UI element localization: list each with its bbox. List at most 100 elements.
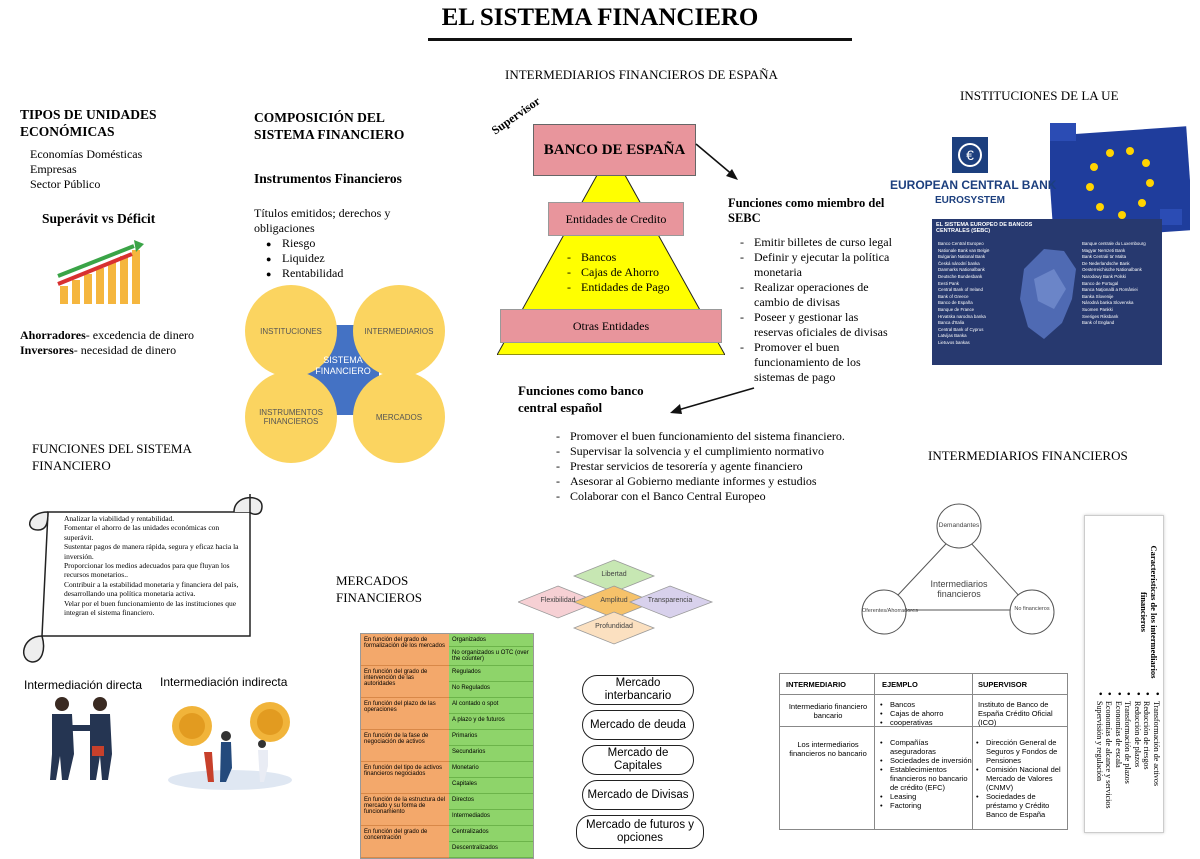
triangle-top: Demandantes [938,522,980,529]
mercados-table-row: En función de la fase de negociación de … [361,730,533,762]
unidades-item: Empresas [30,162,77,176]
scroll-shape-icon [22,494,263,663]
inversores-label: Inversores [20,343,74,357]
table-header-ejemplo: EJEMPLO [882,680,918,689]
intermediarios-table: INTERMEDIARIO EJEMPLO SUPERVISOR Interme… [779,673,1068,830]
table-header-supervisor: SUPERVISOR [978,680,1028,689]
directa-label: Intermediación directa [24,678,143,692]
ejemplo-item: •Factoring [880,801,922,810]
unidades-heading: TIPOS DE UNIDADES ECONÓMICAS [20,107,157,139]
bullet-dot: ● [1144,692,1151,696]
supervisor-item: •Sociedades de préstamo y Crédito Banco … [976,792,1050,819]
row1-ejemplos: •Bancos •Cajas de ahorro •cooperativas [880,700,970,727]
caracteristica-text: Transformación de plazos [1123,701,1133,784]
caracteristicas-card: Características de los intermediarios fi… [1084,515,1164,833]
caracteristica-item: ●Reducción de plazos [1133,692,1142,822]
tipo-item: Monetario [449,762,533,778]
funciones-heading: FUNCIONES DEL SISTEMA FINANCIERO [32,441,192,473]
map-bank-entry: Central Bank of Cyprus [938,327,1014,334]
caracteristica-text: Transformación de activos [1152,701,1161,787]
title-underline [428,38,852,41]
funcion-item: Contribuir a la estabilidad monetaria y … [64,579,239,599]
map-bank-entry: Bank Centrali ta' Malta [1082,254,1158,261]
instrumentos-heading: Instrumentos Financieros [254,171,402,186]
tipo-item: Intermediados [449,810,533,826]
criterio-cell: En función del tipo de activos financier… [361,762,449,794]
entidades-credito-box: Entidades de Credito [548,202,684,236]
criterio-cell: En función del grado de concentración [361,826,449,858]
tipo-item: Regulados [449,666,533,682]
sebc-item: Realizar operaciones de cambio de divisa… [740,280,900,310]
ejemplo-item: •Compañías aseguradoras [880,738,936,756]
sebc-list: Emitir billetes de curso legal Definir y… [740,235,900,385]
growth-chart-icon [57,240,144,304]
map-bank-entry: Banco de Portugal [1082,281,1158,288]
tipo-item: A plazo y de futuros [449,714,533,730]
map-bank-name: Latvijas Banka [938,333,967,339]
mercados-heading: MERCADOS FINANCIEROS [336,573,422,605]
tipo-item: Centralizados [449,826,533,842]
map-bank-entry: Eesti Pank [938,281,1014,288]
ecb-name: EUROPEAN CENTRAL BANK [890,178,1057,192]
tipo-item: No organizados u OTC (over the counter) [449,647,533,666]
tipo-item: Organizados [449,634,533,647]
triangle-right: No financieros [1014,606,1050,612]
map-bank-name: Banca d'Italia [938,320,965,326]
pill-futuros: Mercado de futuros y opciones [576,815,704,849]
supervisor-item: •Dirección General de Seguros y Fondos d… [976,738,1058,765]
intermediarios-heading: INTERMEDIARIOS FINANCIEROS [928,448,1128,463]
map-bank-entry: Danmarks Nationalbank [938,267,1014,274]
diamond-transparencia: Transparencia [647,597,693,604]
diamond-libertad: Libertad [601,571,627,578]
central-item: Supervisar la solvencia y el cumplimient… [556,444,876,459]
mercados-table-row: En función de la estructura del mercado … [361,794,533,826]
map-bank-entry: Banco de España [938,300,1014,307]
map-bank-name: Bank of England [1082,320,1115,326]
caracteristica-item: ●Transformación de activos [1152,692,1161,822]
ejemplo-item: •Cajas de ahorro [880,709,944,718]
bullet-dot: ● [1116,692,1122,696]
criterio-cell: En función del grado de intervención de … [361,666,449,698]
sebc-item: Poseer y gestionar las reservas oficiale… [740,310,900,340]
caracteristica-text: Economías de escala [1114,701,1123,768]
caracteristica-item: ●Transformación de plazos [1123,692,1133,822]
map-bank-name: Banco de Portugal [1082,280,1119,286]
map-bank-name: Banka Slovenije [1082,293,1114,299]
ejemplo-item: •cooperativas [880,718,933,727]
map-bank-entry: Banca d'Italia [938,320,1014,327]
tipo-item: No Regulados [449,682,533,698]
diamond-amplitud: Amplitud [600,597,628,604]
map-bank-entry: Deutsche Bundesbank [938,274,1014,281]
map-bank-entry: Banque centrale du Luxembourg [1082,241,1158,248]
funcion-item: Analizar la viabilidad y rentabilidad. [64,514,175,523]
ejemplo-item: •Sociedades de inversión [880,756,972,765]
page-title: EL SISTEMA FINANCIERO [441,4,759,31]
map-bank-name: Central Bank of Cyprus [938,326,984,332]
map-bank-name: Danmarks Nationalbank [938,267,985,273]
entidades-list: Bancos Cajas de Ahorro Entidades de Pago [567,250,707,295]
map-bank-name: Banque de France [938,306,975,312]
caracteristicas-title: Características de los intermediarios fi… [1139,545,1159,679]
bullet-item: Liquidez [254,251,424,267]
instrumentos-bullets: Riesgo Liquidez Rentabilidad [254,236,424,282]
tipo-item: Secundarios [449,746,533,762]
caracteristicas-list: ●Transformación de activos●Reducción de … [1095,692,1161,822]
bullet-dot: ● [1106,692,1113,696]
map-bank-entry: Hrvatska narodna banka [938,314,1014,321]
map-bank-entry: Bulgarian National Bank [938,254,1014,261]
sebc-title: Funciones como miembro del SEBC [728,196,885,225]
map-bank-name: Banco Central Europeo [938,241,984,246]
diamond-flexibilidad: Flexibilidad [540,597,576,604]
tipo-item: Capitales [449,778,533,794]
inversores-desc: - necesidad de dinero [73,343,177,357]
bullet-dot: ● [1135,692,1141,696]
entidad-item: Entidades de Pago [567,280,707,295]
map-bank-name: Magyar Nemzeti Bank [1082,247,1126,253]
bullet-item: Riesgo [254,236,424,252]
row1-intermediario: Intermediario financiero bancario [788,702,868,720]
